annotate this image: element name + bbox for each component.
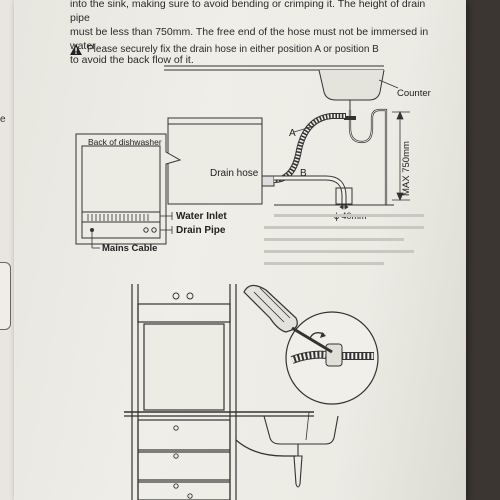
position-b-label: B (300, 168, 307, 179)
back-panel-slots (87, 214, 149, 221)
sink-trap-inner (349, 109, 387, 205)
intro-line-1: into the sink, making sure to avoid bend… (70, 0, 426, 24)
kitchen-cabinet (124, 284, 314, 500)
adjacent-page-text: e (0, 114, 6, 125)
dishwasher-side-view (167, 117, 275, 205)
floor-drain-pipe (335, 187, 353, 205)
mains-cable-port (90, 228, 94, 232)
height-dimension (392, 110, 410, 202)
back-of-dishwasher-label: Back of dishwasher (88, 137, 162, 147)
port-leaders (91, 212, 173, 249)
mains-cable-label: Mains Cable (102, 243, 157, 254)
max-height-label: MAX 750mm (401, 141, 412, 196)
water-inlet-label: Water Inlet (176, 211, 227, 222)
warning-triangle-icon (70, 44, 82, 55)
counter-leader (378, 79, 399, 89)
trap-clamp (344, 116, 356, 120)
intro-paragraph: into the sink, making sure to avoid bend… (70, 0, 440, 67)
cabinet-knobs (172, 292, 194, 499)
warning-note: Please securely fix the drain hose in ei… (70, 44, 379, 55)
adjacent-page-edge (0, 0, 14, 500)
bottom-drain-hose (235, 439, 296, 457)
intro-line-3: to avoid the back flow of it. (70, 54, 194, 66)
warning-text: Please securely fix the drain hose in ei… (87, 44, 379, 55)
adjacent-page-tab (0, 262, 11, 330)
drain-hose-a (273, 113, 346, 183)
position-a-leader (293, 125, 315, 133)
counter-label: Counter (397, 88, 431, 99)
drain-hose-b (274, 175, 347, 204)
clamp-detail-magnifier (285, 311, 379, 405)
back-of-dishwasher-callout (75, 133, 182, 245)
sink-trap (348, 108, 388, 205)
magnifier-leader (305, 411, 310, 441)
bottom-sink (263, 415, 339, 488)
diameter-marker (339, 204, 349, 210)
screwdriver-icon (243, 284, 333, 354)
position-a-label: A (289, 128, 296, 139)
drain-pipe-port (151, 227, 157, 233)
bleed-through-text (264, 214, 424, 265)
water-inlet-port (143, 227, 149, 233)
drain-hose-label: Drain hose (210, 168, 259, 179)
counter-sink (164, 65, 385, 110)
drain-pipe-label: Drain Pipe (176, 225, 226, 236)
installation-diagram: Counter MAX 750mm A B ϕ 40mm (75, 65, 431, 500)
